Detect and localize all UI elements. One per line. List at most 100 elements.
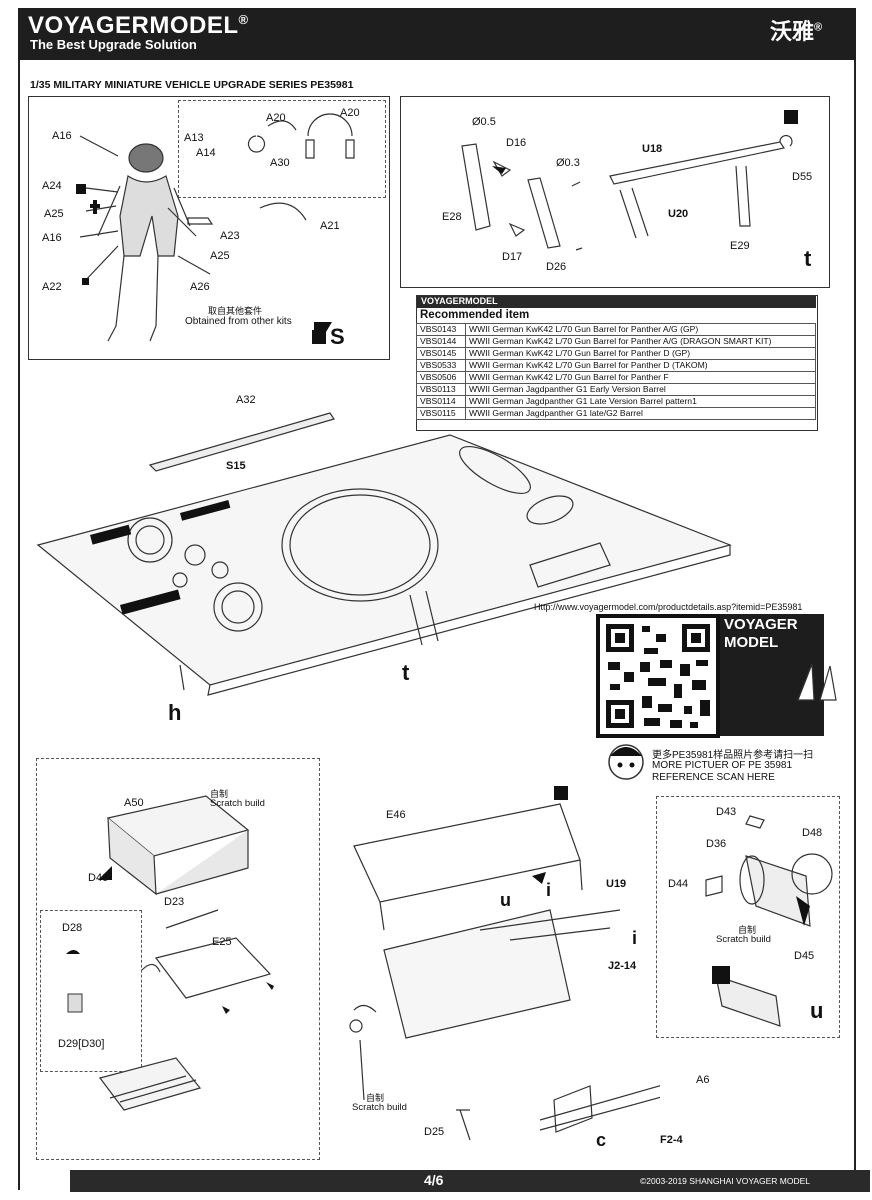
more-pictures-en-line-2: REFERENCE SCAN HERE [652, 772, 775, 783]
part-label-a20-right: A20 [340, 107, 360, 119]
figure-drawing [76, 113, 355, 342]
part-label-a21: A21 [320, 220, 340, 232]
table-row: VBS0115 WWII German Jagdpanther G1 late/… [416, 407, 816, 420]
more-pictures-en-line-1: MORE PICTUER OF PE 35981 [652, 760, 793, 771]
brand-tagline: The Best Upgrade Solution [30, 37, 197, 52]
part-label-d36: D36 [706, 838, 727, 850]
step-label-t: t [804, 246, 812, 271]
part-label-a30: A30 [270, 157, 290, 169]
part-label-d17: D17 [502, 251, 523, 263]
footer-bar [70, 1170, 870, 1192]
recommended-logo: VOYAGERMODEL [421, 296, 498, 306]
part-label-a22: A22 [42, 281, 62, 293]
part-label-e29: E29 [730, 240, 750, 252]
part-label-a26: A26 [190, 281, 210, 293]
page-number: 4/6 [424, 1172, 444, 1188]
item-desc: WWII German Jagdpanther G1 Early Version… [465, 383, 816, 396]
part-label-d44: D44 [668, 878, 689, 890]
recommended-title: Recommended item [420, 309, 530, 321]
step-label-s: S [330, 324, 345, 349]
qr-pattern [600, 618, 716, 734]
part-label-a16-top: A16 [52, 130, 72, 142]
scratch-build-cn-center: 自制 [366, 1093, 385, 1103]
figure-accessory-inset [178, 100, 386, 198]
frame-right [854, 60, 856, 1170]
step-label-t-hull: t [402, 660, 410, 685]
item-desc: WWII German KwK42 L/70 Gun Barrel for Pa… [465, 359, 816, 372]
scratch-build-cn-right: 自制 [738, 925, 757, 935]
part-label-d43: D43 [716, 806, 737, 818]
item-desc: WWII German KwK42 L/70 Gun Barrel for Pa… [465, 371, 816, 384]
obtained-note-cn: 取自其他套件 [208, 306, 263, 316]
cn-brand-name: 沃雅 [770, 19, 815, 44]
item-code: VBS0143 [416, 323, 466, 336]
part-label-a50: A50 [124, 797, 144, 809]
barrel-panel [400, 96, 830, 288]
qr-code[interactable] [596, 614, 720, 738]
obtained-note-en: Obtained from other kits [185, 316, 292, 327]
lower-left-inset [40, 910, 142, 1072]
swap-arrows-icon [312, 330, 326, 344]
item-desc: WWII German KwK42 L/70 Gun Barrel for Pa… [465, 347, 816, 360]
part-label-d48: D48 [802, 827, 823, 839]
triangle-parts-drawing [797, 663, 837, 701]
part-label-f2-4: F2-4 [660, 1134, 683, 1146]
item-code: VBS0113 [416, 383, 466, 396]
copyright-text: ©2003-2019 SHANGHAI VOYAGER MODEL [640, 1176, 811, 1186]
product-url-link[interactable]: Http://www.voyagermodel.com/productdetai… [534, 602, 803, 612]
part-label-j2-14: J2-14 [608, 960, 637, 972]
item-desc: WWII German KwK42 L/70 Gun Barrel for Pa… [465, 335, 816, 348]
part-label-d23: D23 [164, 896, 185, 908]
part-label-e28: E28 [442, 211, 462, 223]
scratch-build-en-center: Scratch build [352, 1102, 407, 1113]
more-pictures-en: MORE PICTUER OF PE 35981 REFERENCE SCAN … [652, 760, 792, 784]
scratch-build-en-left: Scratch build [210, 798, 265, 809]
item-desc: WWII German Jagdpanther G1 late/G2 Barre… [465, 407, 816, 420]
part-label-dia-05: Ø0.5 [472, 116, 496, 128]
item-desc: WWII German KwK42 L/70 Gun Barrel for Pa… [465, 323, 816, 336]
series-title: 1/35 MILITARY MINIATURE VEHICLE UPGRADE … [30, 79, 354, 91]
item-code: VBS0533 [416, 359, 466, 372]
lower-left-panel [36, 758, 320, 1160]
part-label-u20: U20 [668, 208, 689, 220]
part-label-d45: D45 [794, 950, 815, 962]
step-label-i-lower: i [632, 928, 638, 948]
scratch-build-en-right: Scratch build [716, 934, 771, 945]
item-code: VBS0144 [416, 335, 466, 348]
part-label-u19: U19 [606, 878, 627, 890]
part-label-a13: A13 [184, 132, 204, 144]
badge-line-1: VOYAGER [724, 616, 798, 633]
recommended-header-bar [417, 296, 816, 308]
lower-left-drawing [66, 795, 274, 1111]
part-label-a23: A23 [220, 230, 240, 242]
part-label-d29-d30: D29[D30] [58, 1038, 105, 1050]
part-label-d28: D28 [62, 922, 83, 934]
voyager-model-badge [720, 614, 824, 736]
item-code: VBS0115 [416, 407, 466, 420]
part-label-a25-left: A25 [44, 208, 64, 220]
cn-brand-logo: 沃雅® [770, 14, 822, 46]
part-label-d26: D26 [546, 261, 567, 273]
step-label-h: h [168, 700, 182, 725]
step-label-u-right: u [810, 998, 824, 1023]
part-label-d16: D16 [506, 137, 527, 149]
brand-name: VOYAGERMODEL [28, 12, 239, 39]
scratch-build-cn-left: 自制 [210, 789, 229, 799]
part-label-a20-left: A20 [266, 112, 286, 124]
cn-brand-reg-mark: ® [814, 21, 823, 34]
part-label-d55: D55 [792, 171, 813, 183]
part-label-dia-03: Ø0.3 [556, 157, 580, 169]
part-label-u18: U18 [642, 143, 663, 155]
lower-right-panel [656, 796, 840, 1038]
brand-logo: VOYAGERMODEL® [28, 12, 249, 40]
mascot-icon [608, 744, 644, 780]
lower-right-drawing [705, 815, 833, 1027]
part-label-a25-right: A25 [210, 250, 230, 262]
